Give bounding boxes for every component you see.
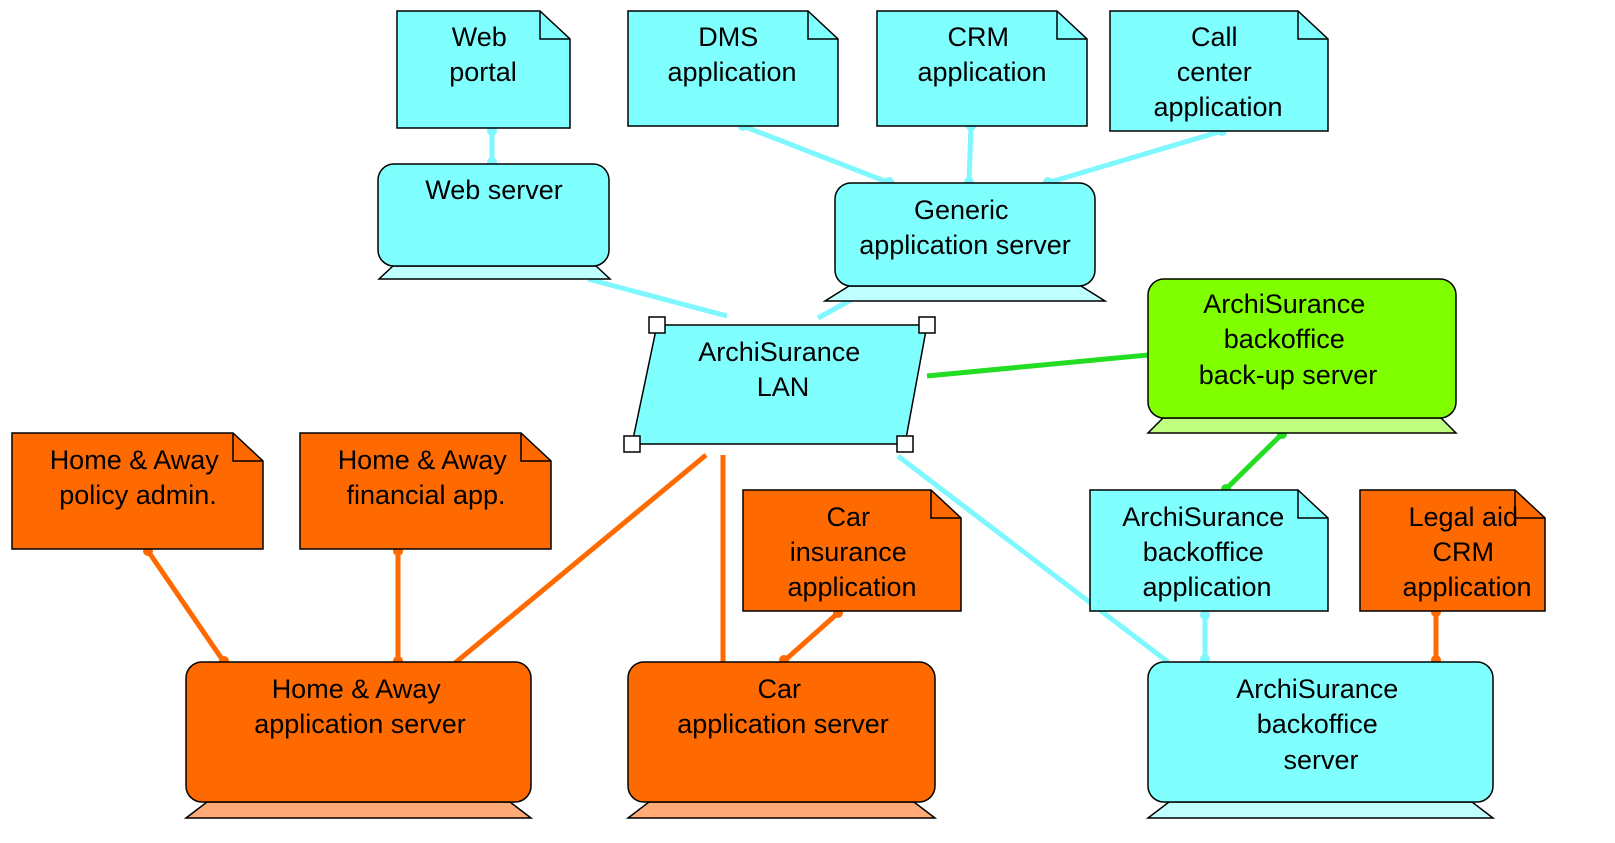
artifact-dms-application[interactable]: DMS application [627, 10, 839, 127]
device-label: Generic application server [859, 195, 1071, 260]
artifact-label: ArchiSurance backoffice application [1122, 502, 1292, 602]
artifact-label: Home & Away policy admin. [50, 445, 227, 510]
selection-handle[interactable] [918, 316, 936, 334]
artifact-web-portal[interactable]: Web portal [396, 10, 571, 129]
connection-car-insurance-car-server [781, 611, 840, 664]
artifact-archisurance-backoffice-application[interactable]: ArchiSurance backoffice application [1089, 489, 1329, 612]
device-web-server[interactable]: Web server [377, 163, 612, 280]
connection-callcenter-generic-server [1046, 128, 1223, 186]
artifact-call-center-application[interactable]: Call center application [1109, 10, 1329, 132]
artifact-car-insurance-application[interactable]: Car insurance application [742, 489, 962, 612]
artifact-label: Call center application [1153, 22, 1282, 122]
artifact-label: Legal aid CRM application [1402, 502, 1531, 602]
network-label: ArchiSurance LAN [698, 337, 868, 402]
device-label: Home & Away application server [254, 674, 466, 739]
selection-handle[interactable] [648, 316, 666, 334]
artifact-label: Home & Away financial app. [338, 445, 515, 510]
connection-backup-server-backoffice-app [1224, 432, 1284, 491]
device-label: ArchiSurance backoffice back-up server [1199, 289, 1378, 390]
device-backoffice-backup-server[interactable]: ArchiSurance backoffice back-up server [1146, 278, 1458, 434]
connection-lan-backup-server [926, 352, 1149, 379]
device-label: Car application server [677, 674, 889, 739]
connection-policy-admin-ha-server [145, 549, 227, 664]
device-home-away-application-server[interactable]: Home & Away application server [183, 661, 534, 819]
artifact-label: Car insurance application [787, 502, 916, 602]
artifact-label: CRM application [917, 22, 1046, 87]
artifact-legal-aid-crm-application[interactable]: Legal aid CRM application [1359, 489, 1546, 612]
device-generic-application-server[interactable]: Generic application server [822, 182, 1108, 302]
connection-web-server-lan [587, 276, 728, 319]
artifact-home-away-financial-app[interactable]: Home & Away financial app. [299, 432, 552, 550]
connection-crm-generic-server [966, 125, 974, 184]
device-label: Web server [425, 175, 563, 205]
connection-dms-generic-server [742, 123, 891, 186]
connection-lan-backoffice-server [896, 454, 1170, 664]
selection-handle[interactable] [896, 435, 914, 453]
connection-lan-ha-server [453, 453, 708, 665]
device-label: ArchiSurance backoffice server [1236, 674, 1406, 775]
device-car-application-server[interactable]: Car application server [625, 661, 938, 819]
artifact-label: DMS application [667, 22, 796, 87]
device-archisurance-backoffice-server[interactable]: ArchiSurance backoffice server [1145, 661, 1496, 819]
artifact-crm-application[interactable]: CRM application [876, 10, 1088, 127]
network-archisurance-lan[interactable]: ArchiSurance LAN [623, 316, 936, 453]
artifact-home-away-policy-admin[interactable]: Home & Away policy admin. [11, 432, 264, 550]
artifact-label: Web portal [449, 22, 517, 87]
selection-handle[interactable] [623, 435, 641, 453]
connection-dot [1200, 610, 1210, 620]
